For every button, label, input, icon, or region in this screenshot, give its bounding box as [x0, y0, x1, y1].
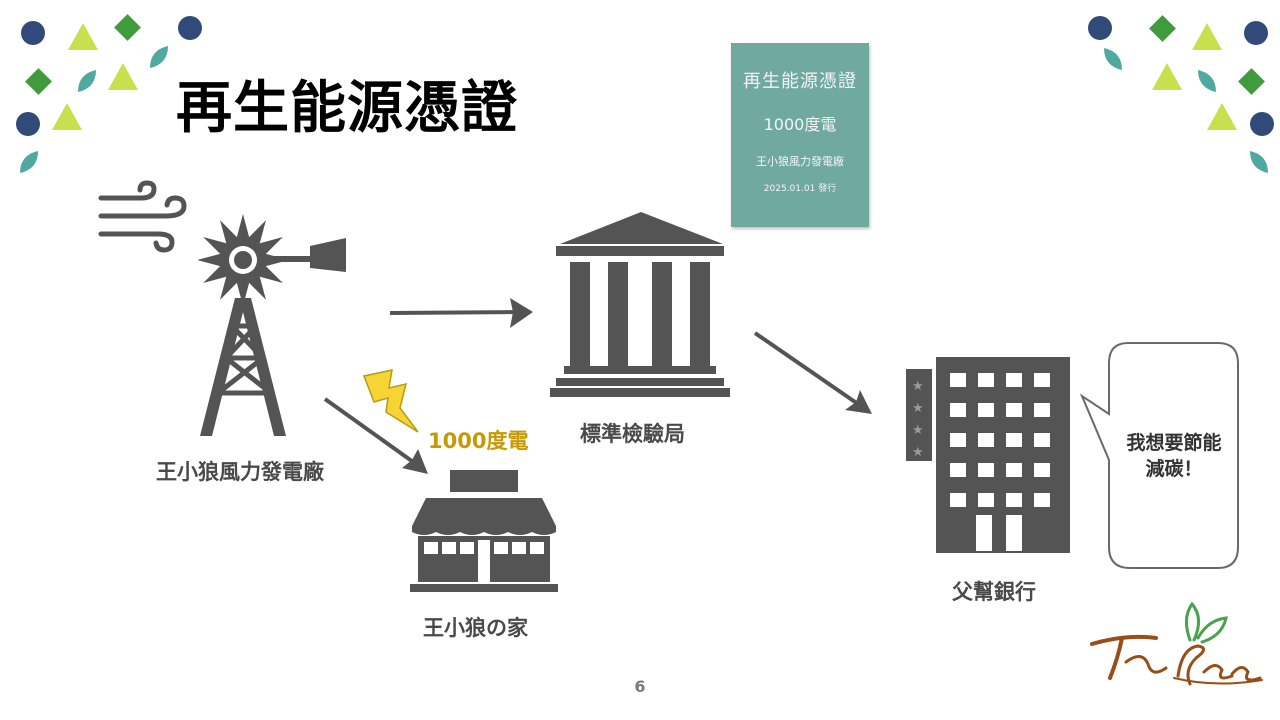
decor-triangle [1152, 63, 1182, 90]
logo-signature-icon [1090, 601, 1263, 686]
arrow-to-bureau [389, 298, 533, 328]
wind-icon [98, 180, 187, 253]
decor-circle [1244, 21, 1268, 45]
speech-bubble [1079, 342, 1239, 569]
decor-triangle [108, 63, 138, 90]
certificate-card: 再生能源憑證 1000度電 王小狼風力發電廠 2025.01.01 發行 [731, 43, 869, 227]
decor-triangle [1207, 103, 1237, 130]
bank-building-icon: ★ ★ ★ ★ [906, 357, 1070, 553]
certificate-date: 2025.01.01 發行 [763, 184, 837, 194]
decor-circle [1088, 16, 1112, 40]
certificate-title: 再生能源憑證 [743, 71, 857, 92]
speech-bubble-text: 我想要節能 減碳！ [1113, 430, 1235, 482]
home-icon [410, 470, 558, 592]
bank-label: 父幫銀行 [952, 580, 1036, 604]
windmill-icon [198, 214, 346, 436]
speech-line-2: 減碳！ [1145, 458, 1203, 480]
decor-leaf [150, 46, 168, 68]
bureau-label: 標準檢驗局 [580, 422, 685, 446]
lightning-icon [362, 369, 419, 433]
speech-line-1: 我想要節能 [1126, 432, 1222, 454]
decor-triangle [52, 103, 82, 130]
decor-circle [178, 16, 202, 40]
decor-leaf [1104, 48, 1122, 70]
decor-diamond [1149, 15, 1176, 42]
decor-diamond [114, 14, 141, 41]
certificate-issuer: 王小狼風力發電廠 [756, 155, 844, 168]
svg-text:★: ★ [912, 445, 924, 460]
wind-farm-label: 王小狼風力發電廠 [156, 460, 324, 484]
svg-text:★: ★ [912, 379, 924, 394]
decor-circle [16, 112, 40, 136]
decor-diamond [1238, 68, 1265, 95]
arrow-to-home [323, 397, 428, 474]
decor-circle [21, 21, 45, 45]
decor-leaf [20, 151, 38, 173]
slide-title: 再生能源憑證 [176, 76, 518, 141]
svg-text:★: ★ [912, 401, 924, 416]
decor-circle [1250, 112, 1274, 136]
decor-diamond [25, 68, 52, 95]
corner-decoration-left [16, 14, 202, 173]
bureau-building-icon [550, 212, 730, 397]
decor-leaf [1198, 70, 1216, 92]
corner-decoration-right [1088, 15, 1274, 173]
decor-triangle [1192, 23, 1222, 50]
electricity-amount-label: 1000度電 [428, 429, 529, 453]
page-number: 6 [634, 677, 646, 696]
home-label: 王小狼の家 [423, 616, 528, 640]
certificate-amount: 1000度電 [763, 115, 837, 134]
decor-triangle [68, 23, 98, 50]
svg-text:★: ★ [912, 423, 924, 438]
decor-leaf [78, 70, 96, 92]
decor-leaf [1250, 151, 1268, 173]
arrow-to-bank [753, 331, 872, 414]
